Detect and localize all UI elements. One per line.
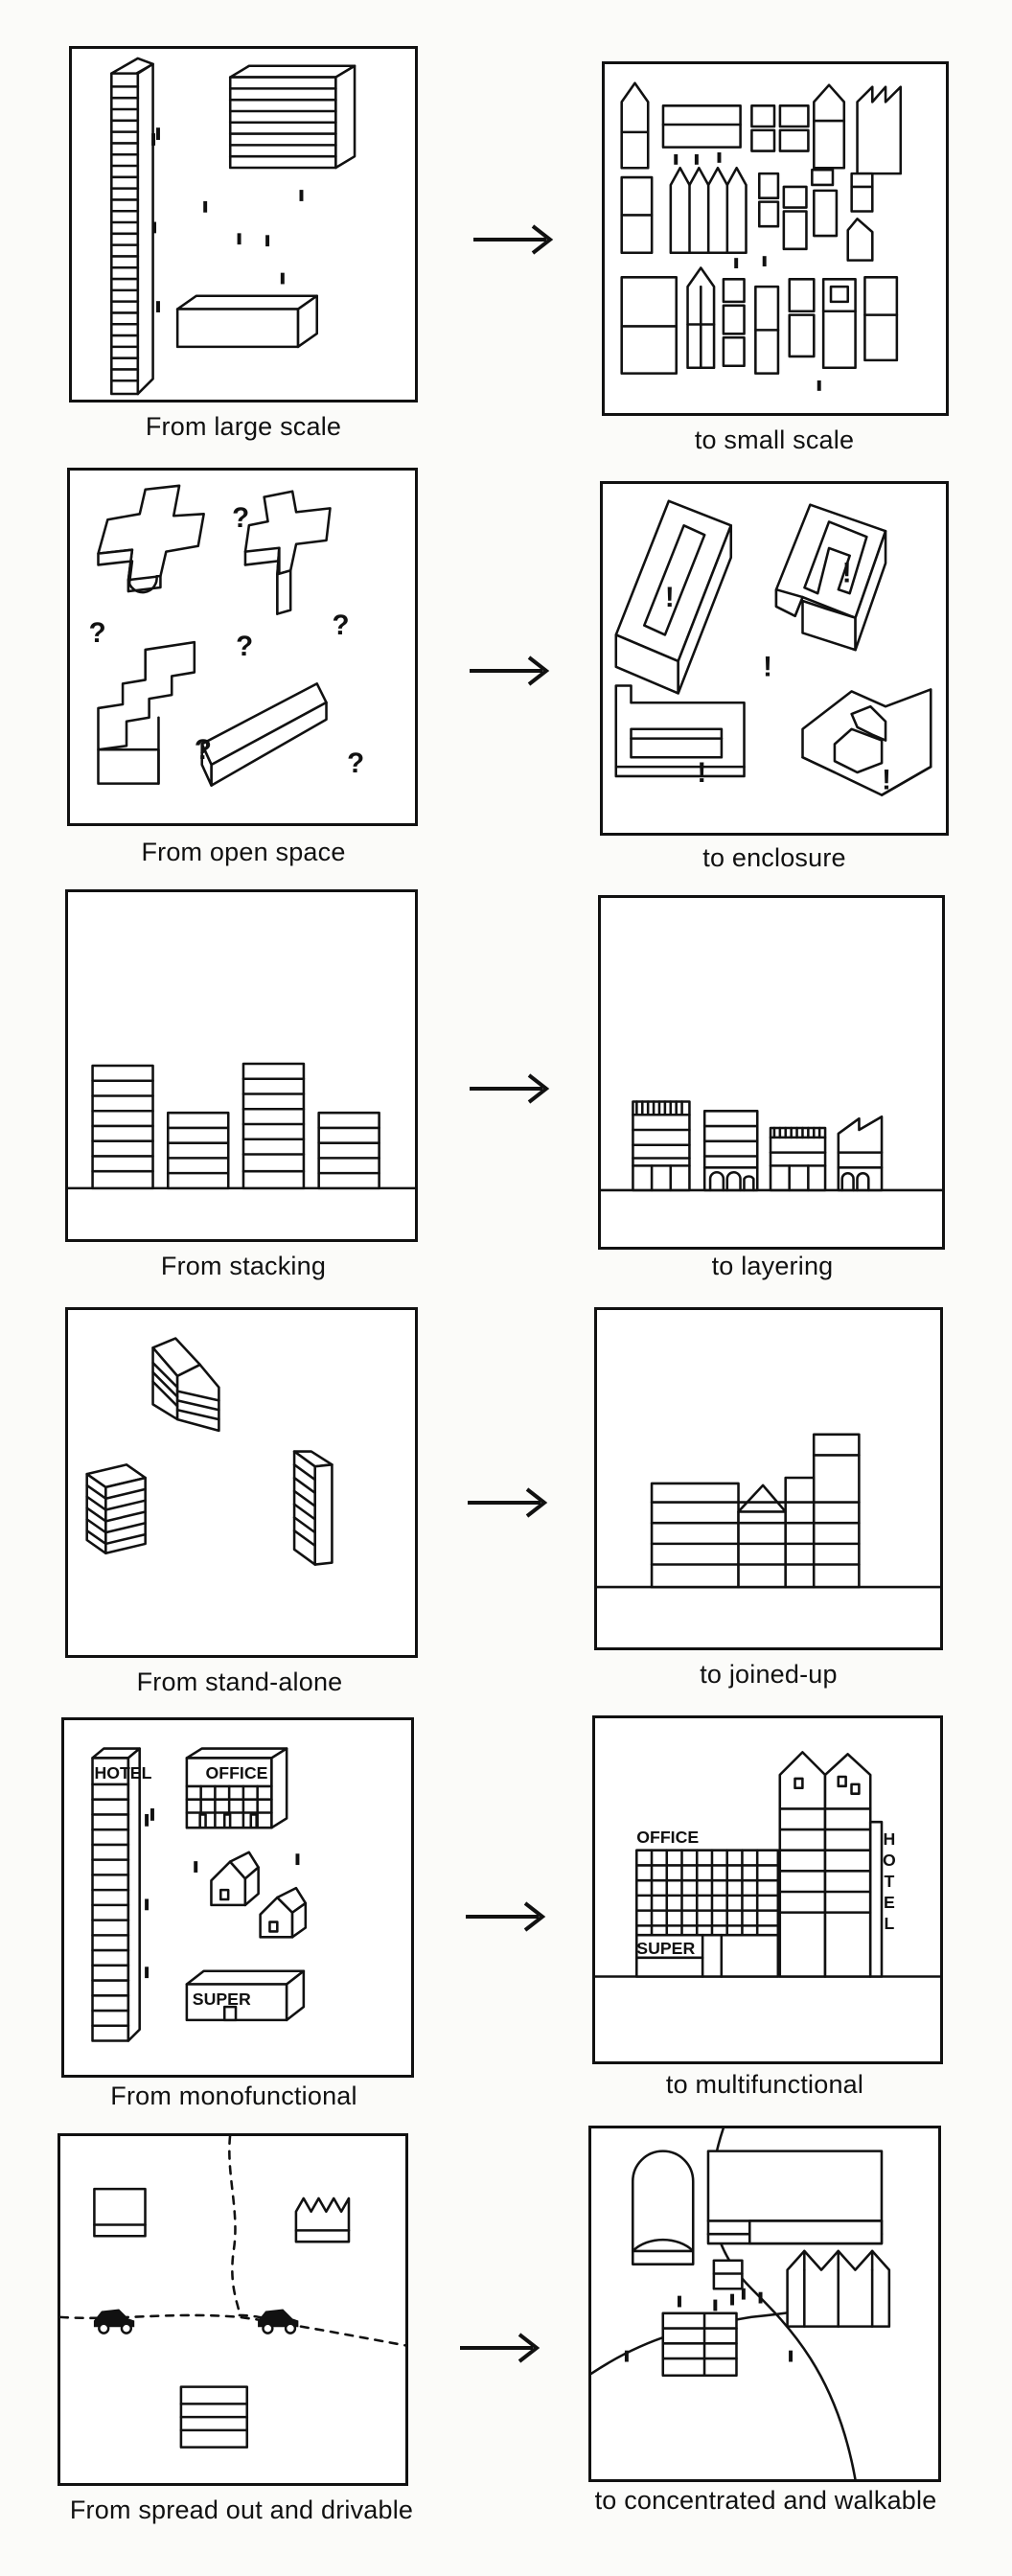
multifunctional-illustration: OFFICE SUPER HOTEL bbox=[595, 1751, 940, 1978]
svg-text:!: ! bbox=[665, 582, 675, 613]
car-icon bbox=[93, 2309, 135, 2334]
super-sign: SUPER bbox=[193, 1990, 251, 2009]
svg-text:?: ? bbox=[232, 502, 249, 534]
small-scale-illustration bbox=[620, 81, 903, 391]
caption-from-spread-out-and-drivable: From spread out and drivable bbox=[69, 2496, 414, 2524]
caption-to-concentrated-and-walkable: to concentrated and walkable bbox=[594, 2486, 937, 2515]
super-sign: SUPER bbox=[636, 1939, 695, 1958]
svg-text:!: ! bbox=[882, 765, 891, 796]
arrow-right-icon bbox=[473, 224, 554, 255]
svg-text:?: ? bbox=[347, 748, 364, 779]
caption-to-multifunctional: to multifunctional bbox=[665, 2070, 864, 2099]
svg-text:!: ! bbox=[842, 557, 852, 588]
hotel-vertical-sign: HOTEL bbox=[880, 1829, 899, 1935]
exclamation-marks: ! ! ! ! ! bbox=[665, 557, 891, 795]
concentrated-illustration bbox=[591, 2128, 891, 2479]
arrow-right-icon bbox=[466, 1901, 546, 1932]
hotel-sign: HOTEL bbox=[94, 1763, 151, 1782]
caption-from-stand-alone: From stand-alone bbox=[136, 1668, 343, 1696]
svg-text:?: ? bbox=[89, 617, 106, 649]
svg-text:?: ? bbox=[195, 734, 212, 766]
caption-from-monofunctional: From monofunctional bbox=[110, 2082, 357, 2110]
caption-from-large-scale: From large scale bbox=[145, 412, 342, 441]
caption-from-stacking: From stacking bbox=[160, 1252, 327, 1280]
panel-layering bbox=[598, 895, 945, 1250]
open-space-illustration: ? ? ? ? ? ? bbox=[89, 484, 365, 787]
question-marks: ? ? ? ? ? ? bbox=[89, 502, 365, 779]
panel-multifunctional: OFFICE SUPER HOTEL bbox=[592, 1715, 943, 2064]
panel-concentrated bbox=[588, 2126, 941, 2482]
layering-illustration bbox=[601, 1100, 942, 1192]
panel-small-scale bbox=[602, 61, 949, 416]
caption-to-enclosure: to enclosure bbox=[702, 843, 846, 872]
panel-joined-up bbox=[594, 1307, 943, 1650]
svg-text:HOTEL: HOTEL bbox=[880, 1829, 899, 1935]
panel-stand-alone bbox=[65, 1307, 418, 1658]
svg-text:?: ? bbox=[332, 610, 349, 641]
joined-up-illustration bbox=[597, 1433, 940, 1589]
arrow-right-icon bbox=[460, 2333, 540, 2363]
spread-out-illustration bbox=[60, 2136, 405, 2449]
panel-stacking bbox=[65, 889, 418, 1242]
panel-monofunctional: HOTEL OFFICE SUPER bbox=[61, 1717, 414, 2078]
svg-text:?: ? bbox=[236, 631, 253, 662]
caption-to-joined-up: to joined-up bbox=[700, 1660, 838, 1689]
caption-to-layering: to layering bbox=[711, 1252, 834, 1280]
large-scale-illustration bbox=[110, 57, 356, 396]
monofunctional-illustration: HOTEL OFFICE SUPER bbox=[91, 1747, 308, 2042]
office-sign: OFFICE bbox=[206, 1763, 268, 1782]
stacking-illustration bbox=[68, 1062, 415, 1190]
arrow-right-icon bbox=[468, 1487, 548, 1518]
panel-enclosure: ! ! ! ! ! bbox=[600, 481, 949, 836]
panel-spread-out bbox=[58, 2133, 408, 2486]
arrow-right-icon bbox=[470, 656, 550, 686]
office-sign: OFFICE bbox=[636, 1828, 699, 1847]
arrow-right-icon bbox=[470, 1073, 550, 1104]
car-icon bbox=[258, 2309, 299, 2334]
caption-from-open-space: From open space bbox=[141, 838, 346, 866]
svg-text:!: ! bbox=[763, 652, 772, 683]
stand-alone-illustration bbox=[85, 1337, 334, 1566]
enclosure-illustration: ! ! ! ! ! bbox=[614, 499, 932, 796]
caption-to-small-scale: to small scale bbox=[694, 426, 855, 454]
svg-text:!: ! bbox=[697, 757, 706, 789]
panel-open-space: ? ? ? ? ? ? bbox=[67, 468, 418, 826]
panel-large-scale bbox=[69, 46, 418, 402]
